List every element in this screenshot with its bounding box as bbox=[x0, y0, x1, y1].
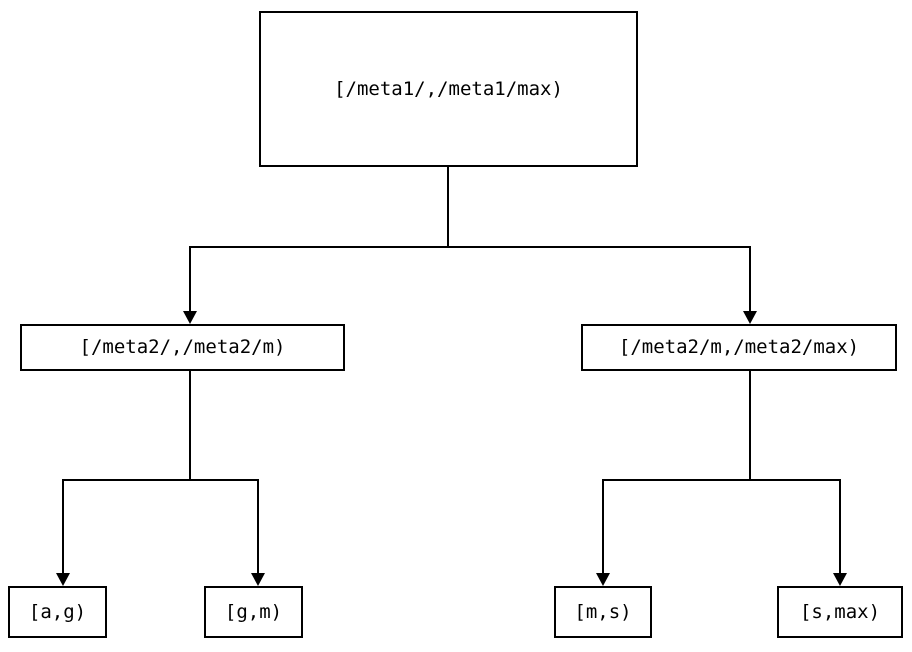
edge-meta2-high-to-leaf-ms bbox=[596, 371, 751, 586]
arrowhead-icon bbox=[251, 573, 265, 586]
node-leaf-smax-label: [s,max) bbox=[799, 600, 881, 623]
arrowhead-icon bbox=[596, 573, 610, 586]
arrowhead-icon bbox=[183, 311, 197, 324]
edge-meta2-high-to-leaf-smax bbox=[749, 371, 847, 586]
arrowhead-icon bbox=[743, 311, 757, 324]
node-leaf-ms-label: [m,s) bbox=[574, 600, 632, 623]
edge-meta2-low-to-leaf-ag bbox=[56, 371, 191, 586]
node-leaf-ms[interactable]: [m,s) bbox=[554, 586, 652, 638]
edge-root-to-meta2-high bbox=[447, 167, 757, 324]
node-leaf-smax[interactable]: [s,max) bbox=[777, 586, 903, 638]
edge-root-to-meta2-low bbox=[183, 167, 449, 324]
node-leaf-gm[interactable]: [g,m) bbox=[204, 586, 303, 638]
node-meta2-high[interactable]: [/meta2/m,/meta2/max) bbox=[581, 324, 897, 371]
arrowhead-icon bbox=[833, 573, 847, 586]
node-meta2-high-label: [/meta2/m,/meta2/max) bbox=[618, 336, 860, 358]
node-root[interactable]: [/meta1/,/meta1/max) bbox=[259, 11, 638, 167]
node-meta2-low[interactable]: [/meta2/,/meta2/m) bbox=[20, 324, 345, 371]
node-root-label: [/meta1/,/meta1/max) bbox=[334, 77, 563, 100]
node-leaf-ag-label: [a,g) bbox=[28, 600, 87, 623]
arrowhead-icon bbox=[56, 573, 70, 586]
node-meta2-low-label: [/meta2/,/meta2/m) bbox=[79, 336, 286, 358]
edge-meta2-low-to-leaf-gm bbox=[189, 371, 265, 586]
node-leaf-gm-label: [g,m) bbox=[224, 600, 283, 623]
node-leaf-ag[interactable]: [a,g) bbox=[8, 586, 107, 638]
